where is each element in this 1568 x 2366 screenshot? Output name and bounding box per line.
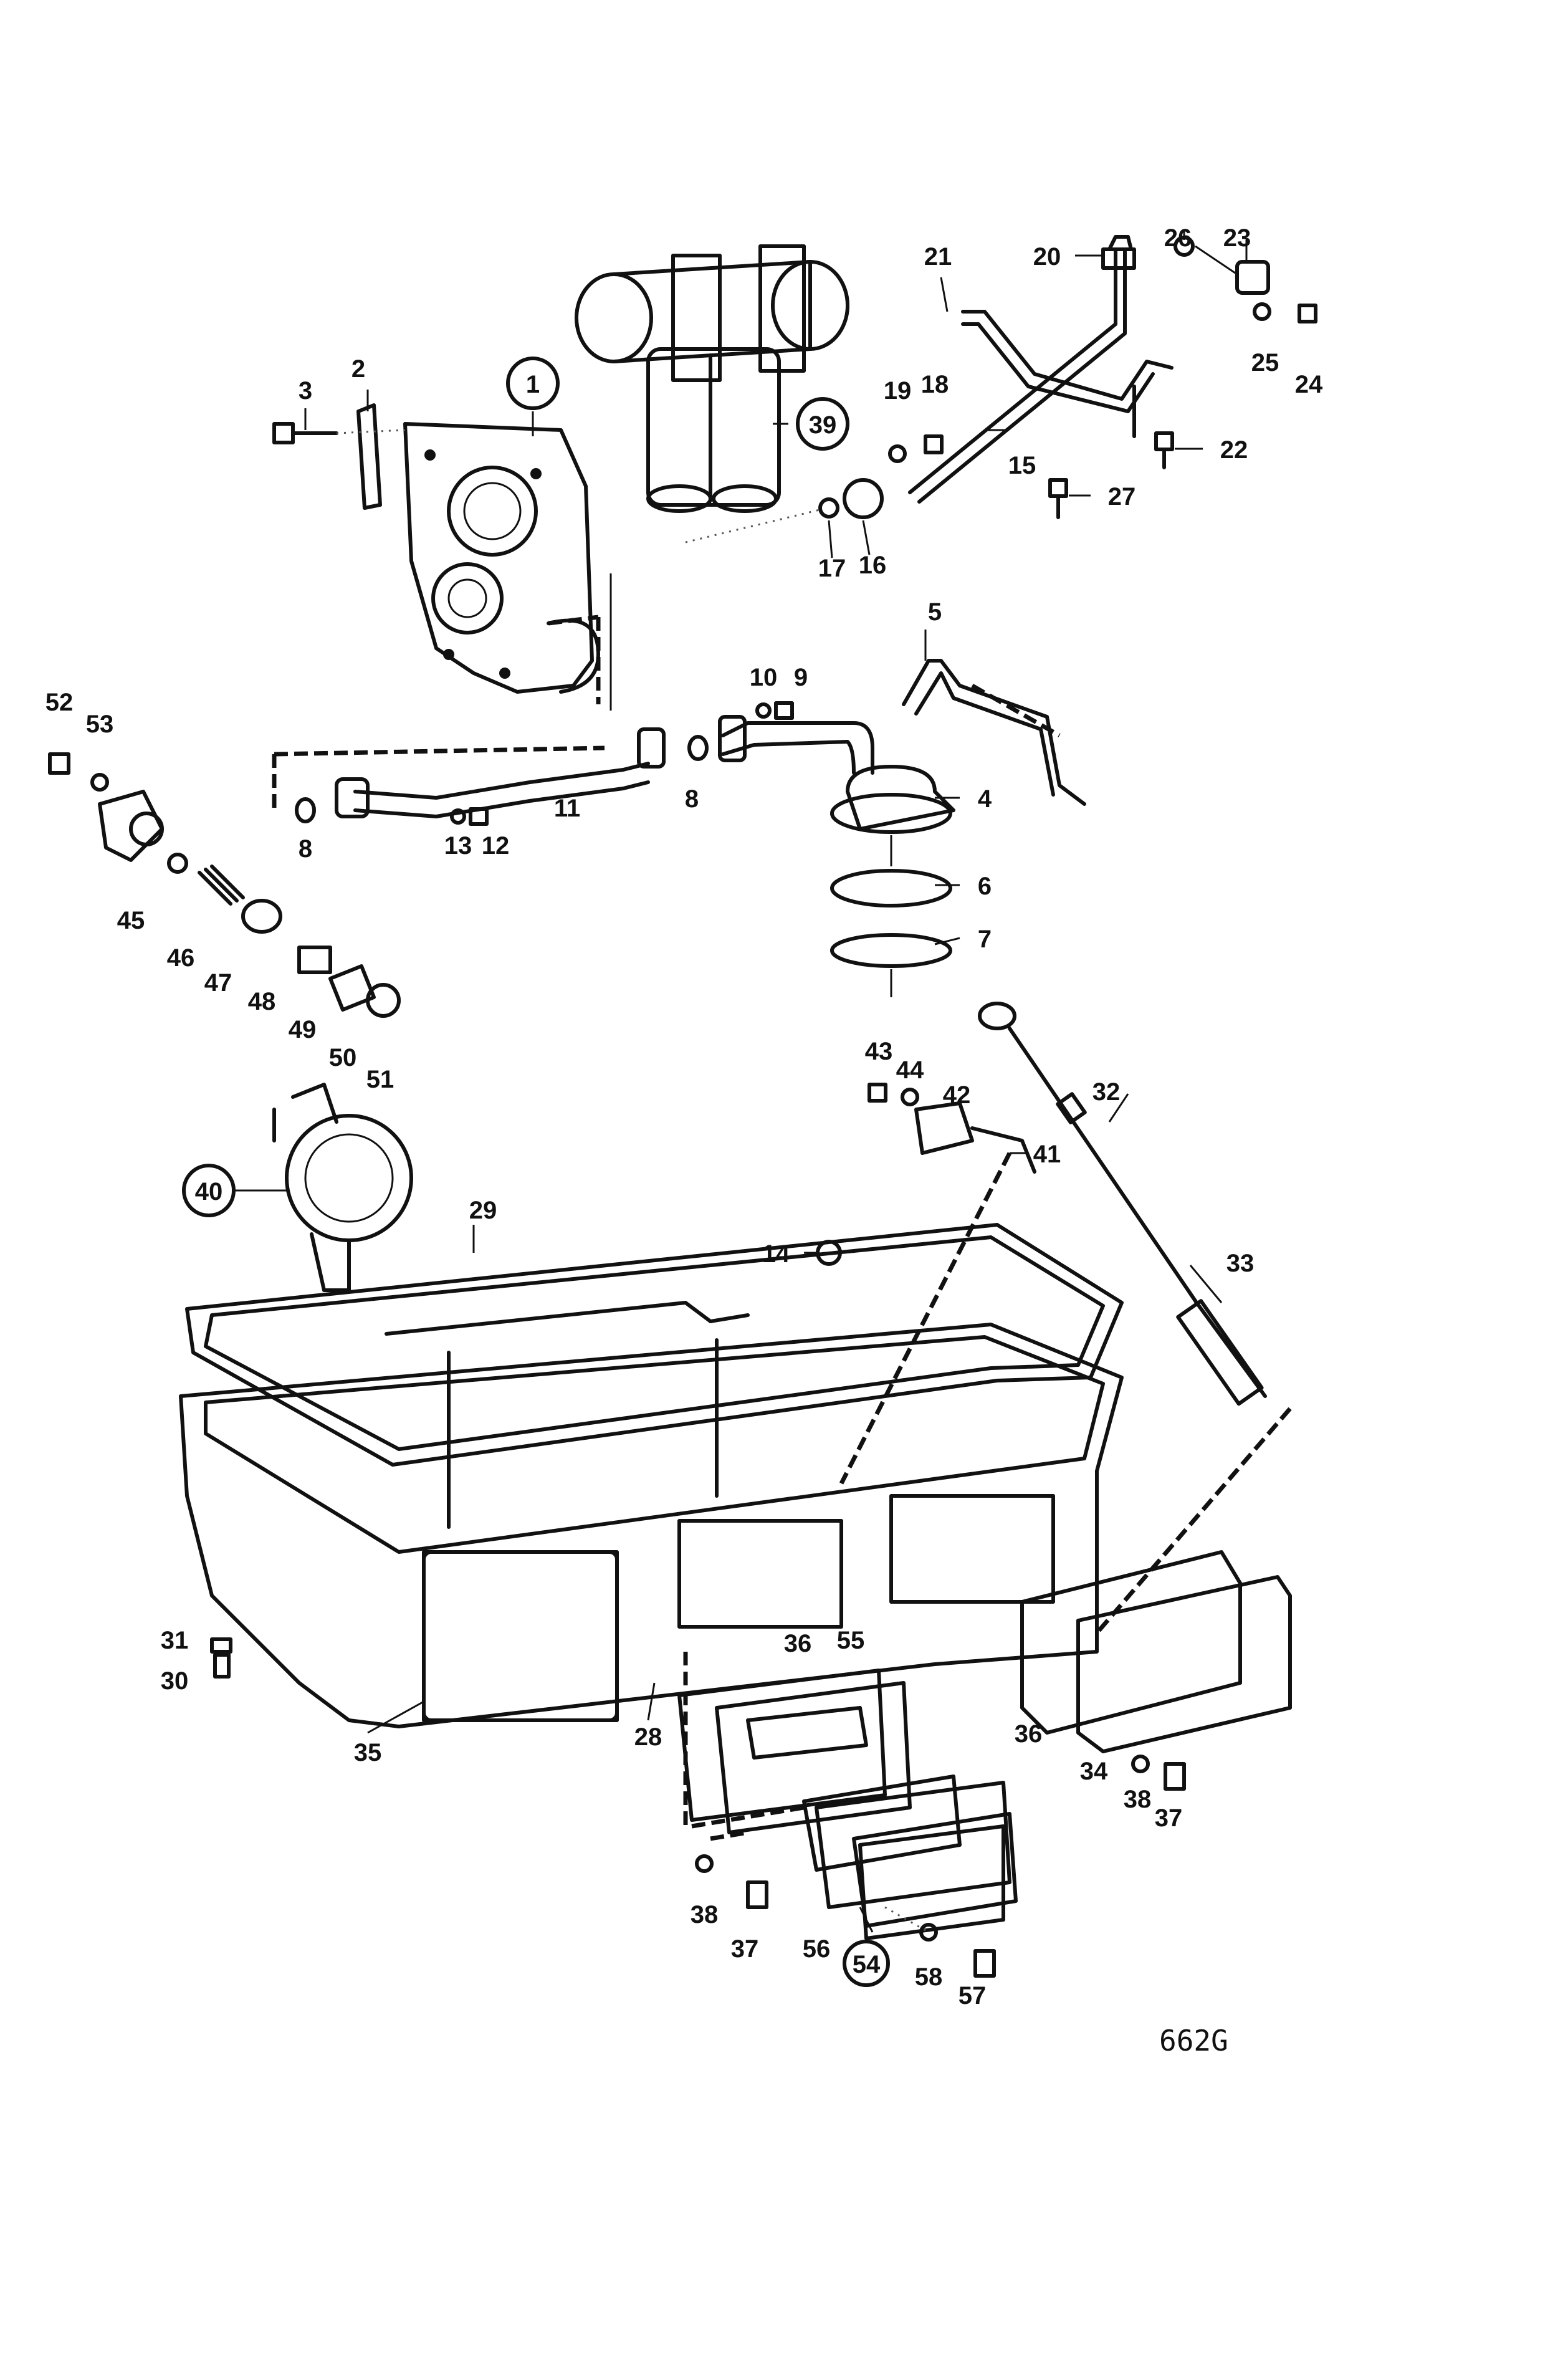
callout-27: 27 bbox=[1108, 483, 1136, 510]
callout-30: 30 bbox=[161, 1667, 189, 1695]
callout-40: 40 bbox=[195, 1178, 223, 1205]
drawing-reference: 662G bbox=[1159, 2024, 1228, 2057]
suction-pipe bbox=[272, 615, 874, 823]
callout-3: 3 bbox=[299, 377, 312, 405]
callout-5: 5 bbox=[928, 598, 942, 626]
lower-bolts-right bbox=[884, 1906, 996, 1978]
callout-9: 9 bbox=[794, 664, 808, 691]
callout-labels: 1 2 3 4 5 6 7 8 8 9 10 11 12 13 14 15 16… bbox=[45, 224, 1323, 2009]
cover-plate-right bbox=[1020, 1550, 1292, 1791]
callout-29: 29 bbox=[469, 1197, 497, 1224]
callout-39: 39 bbox=[809, 411, 837, 439]
cover-plate-front bbox=[422, 1550, 619, 1722]
lower-cover-stack bbox=[677, 1652, 1018, 1940]
callout-47: 47 bbox=[204, 969, 232, 997]
callout-44: 44 bbox=[896, 1056, 924, 1084]
callout-54: 54 bbox=[853, 1951, 881, 1978]
guide-tube-and-bracket bbox=[908, 235, 1174, 504]
valve-housing bbox=[272, 1083, 413, 1292]
callout-17: 17 bbox=[818, 555, 846, 582]
callout-28: 28 bbox=[634, 1723, 662, 1751]
oil-filter-assembly bbox=[575, 244, 849, 513]
callout-13: 13 bbox=[444, 832, 472, 860]
callout-48: 48 bbox=[248, 988, 276, 1015]
callout-58: 58 bbox=[915, 1963, 943, 1991]
callout-25: 25 bbox=[1251, 349, 1279, 376]
callout-20: 20 bbox=[1033, 243, 1061, 271]
callout-43: 43 bbox=[865, 1038, 893, 1065]
callout-26: 26 bbox=[1164, 224, 1192, 252]
callout-56: 56 bbox=[803, 1935, 831, 1963]
small-bolts-upper bbox=[888, 431, 1174, 519]
callout-32: 32 bbox=[1092, 1078, 1121, 1106]
callout-19: 19 bbox=[884, 377, 912, 405]
callout-14: 14 bbox=[762, 1240, 790, 1268]
callout-11: 11 bbox=[554, 795, 580, 822]
callout-51: 51 bbox=[366, 1066, 394, 1093]
callout-18: 18 bbox=[921, 371, 949, 398]
callout-37b: 37 bbox=[1155, 1804, 1183, 1832]
callout-36b: 36 bbox=[1015, 1720, 1043, 1748]
callout-35: 35 bbox=[354, 1739, 382, 1766]
plug-14 bbox=[816, 1240, 842, 1266]
callout-8b: 8 bbox=[685, 785, 699, 813]
callout-circle-1 bbox=[506, 357, 560, 410]
callout-1: 1 bbox=[526, 371, 540, 398]
callout-52: 52 bbox=[45, 689, 74, 716]
callout-circle-39 bbox=[796, 397, 849, 451]
callout-50: 50 bbox=[329, 1044, 357, 1071]
callout-31: 31 bbox=[161, 1627, 189, 1654]
callout-10: 10 bbox=[750, 664, 778, 691]
callout-36a: 36 bbox=[784, 1630, 812, 1657]
callout-6: 6 bbox=[978, 873, 992, 900]
bolt-and-lock-plate bbox=[272, 403, 406, 510]
level-tube-fitting bbox=[839, 1083, 1036, 1485]
callout-42: 42 bbox=[943, 1081, 971, 1109]
oil-pan-gasket bbox=[185, 1223, 1124, 1467]
callout-circle-40 bbox=[182, 1164, 236, 1217]
callout-45: 45 bbox=[117, 907, 145, 934]
drain-plug bbox=[210, 1637, 232, 1679]
callout-8a: 8 bbox=[299, 835, 312, 863]
callout-46: 46 bbox=[167, 944, 195, 972]
callout-38a: 38 bbox=[691, 1901, 719, 1928]
callout-41: 41 bbox=[1033, 1141, 1061, 1168]
callout-23: 23 bbox=[1223, 224, 1251, 252]
callout-55: 55 bbox=[837, 1627, 865, 1654]
callout-33: 33 bbox=[1226, 1250, 1255, 1277]
oil-pan bbox=[179, 1301, 1124, 1728]
callout-4: 4 bbox=[978, 785, 992, 813]
callout-57: 57 bbox=[958, 1982, 987, 2009]
callout-37a: 37 bbox=[731, 1935, 759, 1963]
pipe-bolts bbox=[450, 701, 794, 826]
callout-22: 22 bbox=[1220, 436, 1248, 464]
callout-15: 15 bbox=[1008, 452, 1036, 479]
callout-16: 16 bbox=[859, 552, 887, 579]
callout-2: 2 bbox=[351, 355, 365, 383]
callout-34: 34 bbox=[1080, 1758, 1108, 1785]
callout-49: 49 bbox=[289, 1016, 317, 1043]
dipstick bbox=[978, 1002, 1292, 1635]
tube-flange bbox=[685, 478, 884, 544]
callout-12: 12 bbox=[482, 832, 510, 860]
callout-21: 21 bbox=[924, 243, 952, 271]
oil-pump bbox=[403, 422, 600, 694]
callout-circle-54 bbox=[843, 1940, 890, 1987]
lower-bolts-left bbox=[695, 1830, 768, 1909]
callout-24: 24 bbox=[1295, 371, 1323, 398]
callout-38b: 38 bbox=[1124, 1786, 1152, 1813]
callout-7: 7 bbox=[978, 926, 992, 953]
strainer-assembly bbox=[830, 659, 1086, 997]
relief-valve-parts bbox=[48, 752, 401, 1018]
leader-lines bbox=[234, 231, 1248, 1933]
callout-53: 53 bbox=[86, 711, 114, 738]
